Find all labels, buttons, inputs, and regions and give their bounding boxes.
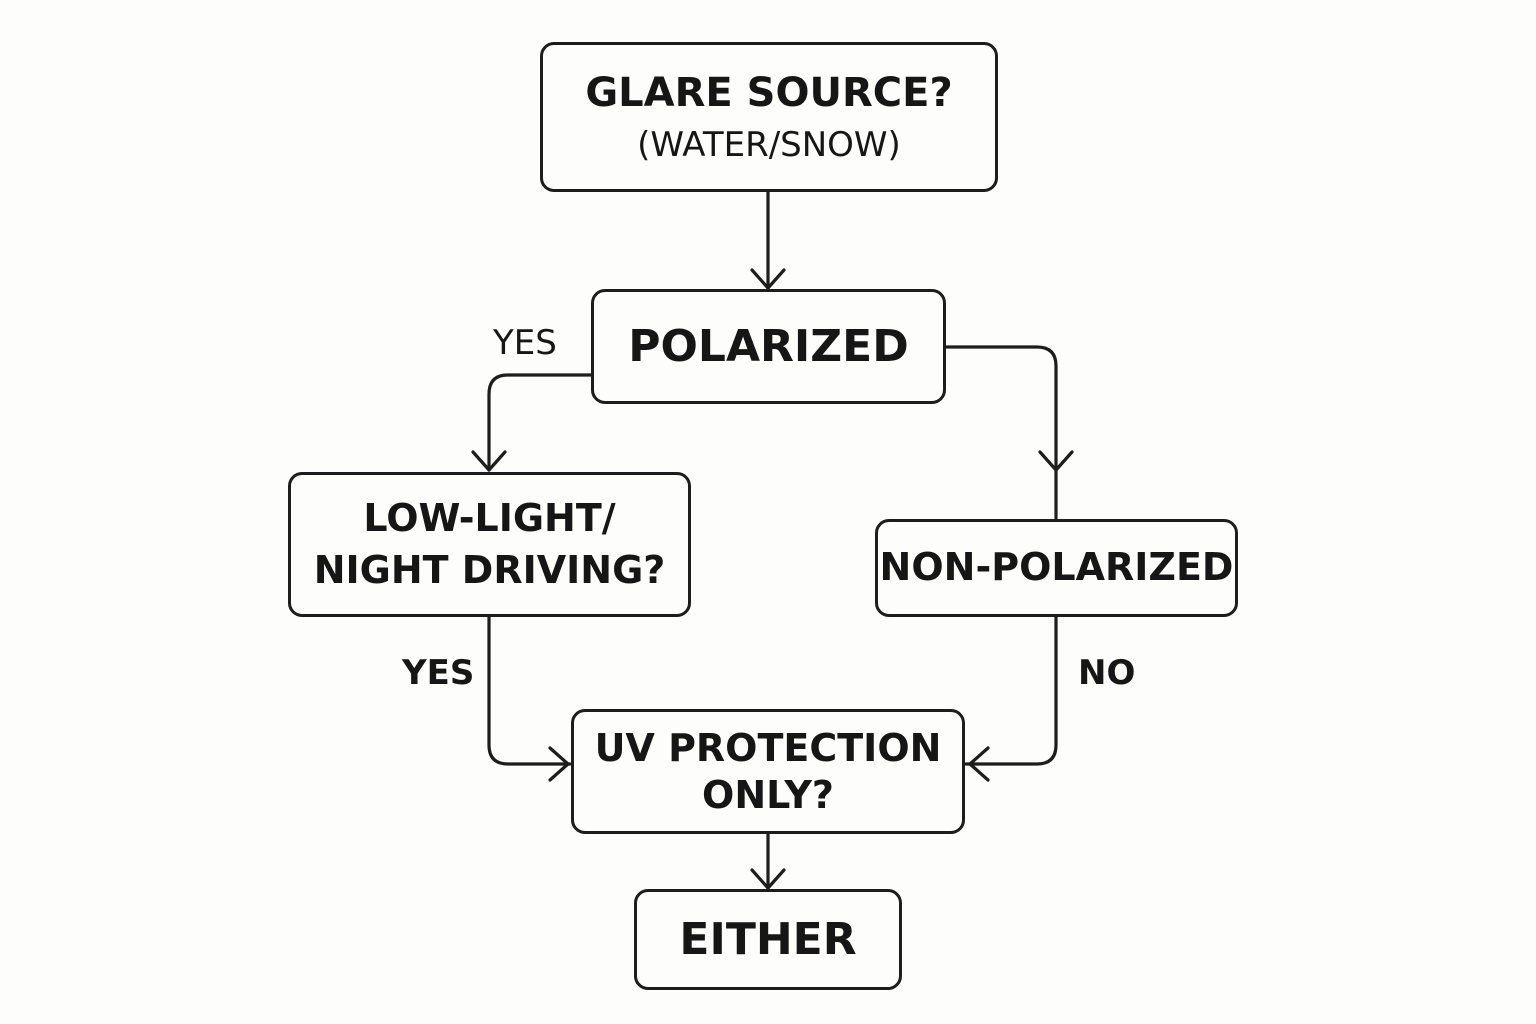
arrow-polarized-to-non-polarized [944,345,1058,520]
arrowhead-glare-to-polarized [750,268,786,290]
node-polarized: POLARIZED [591,289,946,404]
arrow-non-polarized-to-uv [964,615,1058,766]
node-glare-source-title: GLARE SOURCE? [585,69,953,116]
node-either-label: EITHER [679,914,857,965]
node-glare-source-subtitle: (WATER/SNOW) [637,124,901,165]
arrowhead-low-light-to-uv [548,746,570,782]
node-low-light-night-driving: LOW-LIGHT/ NIGHT DRIVING? [288,472,691,617]
edge-label-non-polarized-no: NO [1078,653,1136,693]
arrowhead-uv-to-either [750,868,786,890]
arrowhead-non-polarized-to-uv [968,746,990,782]
arrowhead-polarized-to-non-polarized [1038,450,1074,472]
node-either: EITHER [634,889,902,990]
node-low-light-line-2: NIGHT DRIVING? [313,547,666,592]
node-uv-protection-line-2: ONLY? [702,772,834,817]
node-uv-protection-line-1: UV PROTECTION [594,726,942,771]
node-uv-protection-only: UV PROTECTION ONLY? [571,709,965,834]
edge-label-polarized-yes: YES [493,323,557,363]
node-glare-source: GLARE SOURCE? (WATER/SNOW) [540,42,998,192]
node-non-polarized: NON-POLARIZED [875,519,1238,617]
node-low-light-line-1: LOW-LIGHT/ [363,496,616,541]
arrowhead-polarized-to-low-light [471,450,507,472]
edge-label-low-light-yes: YES [402,653,475,693]
arrow-polarized-to-low-light [487,373,593,472]
arrow-low-light-to-uv [487,615,572,766]
node-non-polarized-label: NON-POLARIZED [879,545,1234,590]
node-polarized-label: POLARIZED [628,321,909,372]
